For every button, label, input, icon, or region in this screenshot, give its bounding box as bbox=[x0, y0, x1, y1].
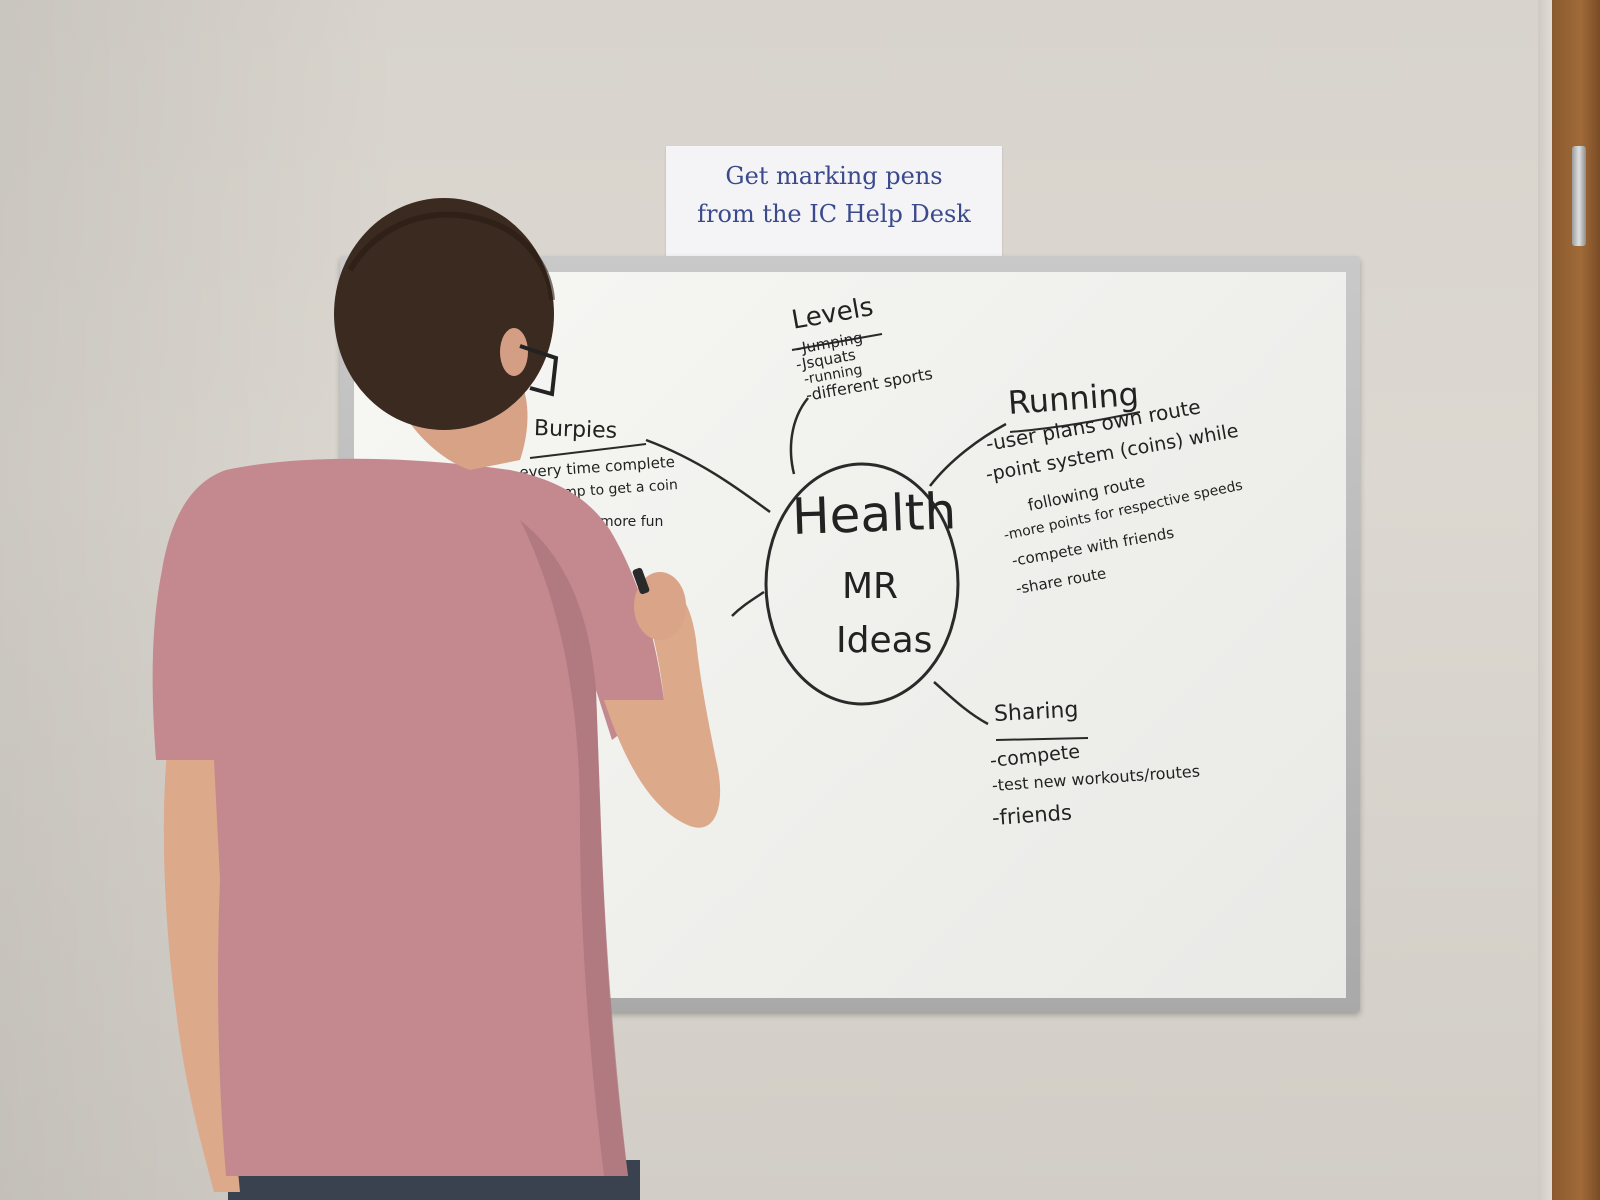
glasses bbox=[519, 344, 559, 397]
door-frame bbox=[1538, 0, 1554, 1200]
sign-line-1: Get marking pens bbox=[725, 162, 943, 190]
branch-levels bbox=[789, 397, 809, 475]
branch-left bbox=[731, 590, 765, 617]
door-hinge bbox=[1572, 146, 1586, 246]
underline-running bbox=[1009, 411, 1141, 433]
burpies-item: more fun bbox=[600, 514, 664, 530]
right-arm bbox=[604, 582, 721, 828]
marker-pen bbox=[632, 567, 650, 595]
branch-sharing bbox=[933, 681, 989, 726]
branch-running bbox=[929, 422, 1007, 487]
pink-shirt bbox=[152, 458, 664, 1176]
ear bbox=[500, 328, 528, 376]
underline-burpies bbox=[529, 443, 647, 459]
underline-sharing bbox=[995, 737, 1089, 741]
branch-burpies bbox=[645, 438, 771, 514]
sign-line-2: from the IC Help Desk bbox=[697, 200, 971, 228]
center-subtitle: MR bbox=[842, 566, 899, 607]
center-circle bbox=[764, 462, 960, 706]
center-ideas: Ideas bbox=[836, 620, 933, 661]
head bbox=[334, 198, 554, 430]
shirt-shadow bbox=[520, 520, 628, 1176]
underline-levels bbox=[791, 333, 883, 351]
hair-curls bbox=[347, 211, 555, 301]
help-desk-sign: Get marking pens from the IC Help Desk bbox=[666, 146, 1002, 258]
